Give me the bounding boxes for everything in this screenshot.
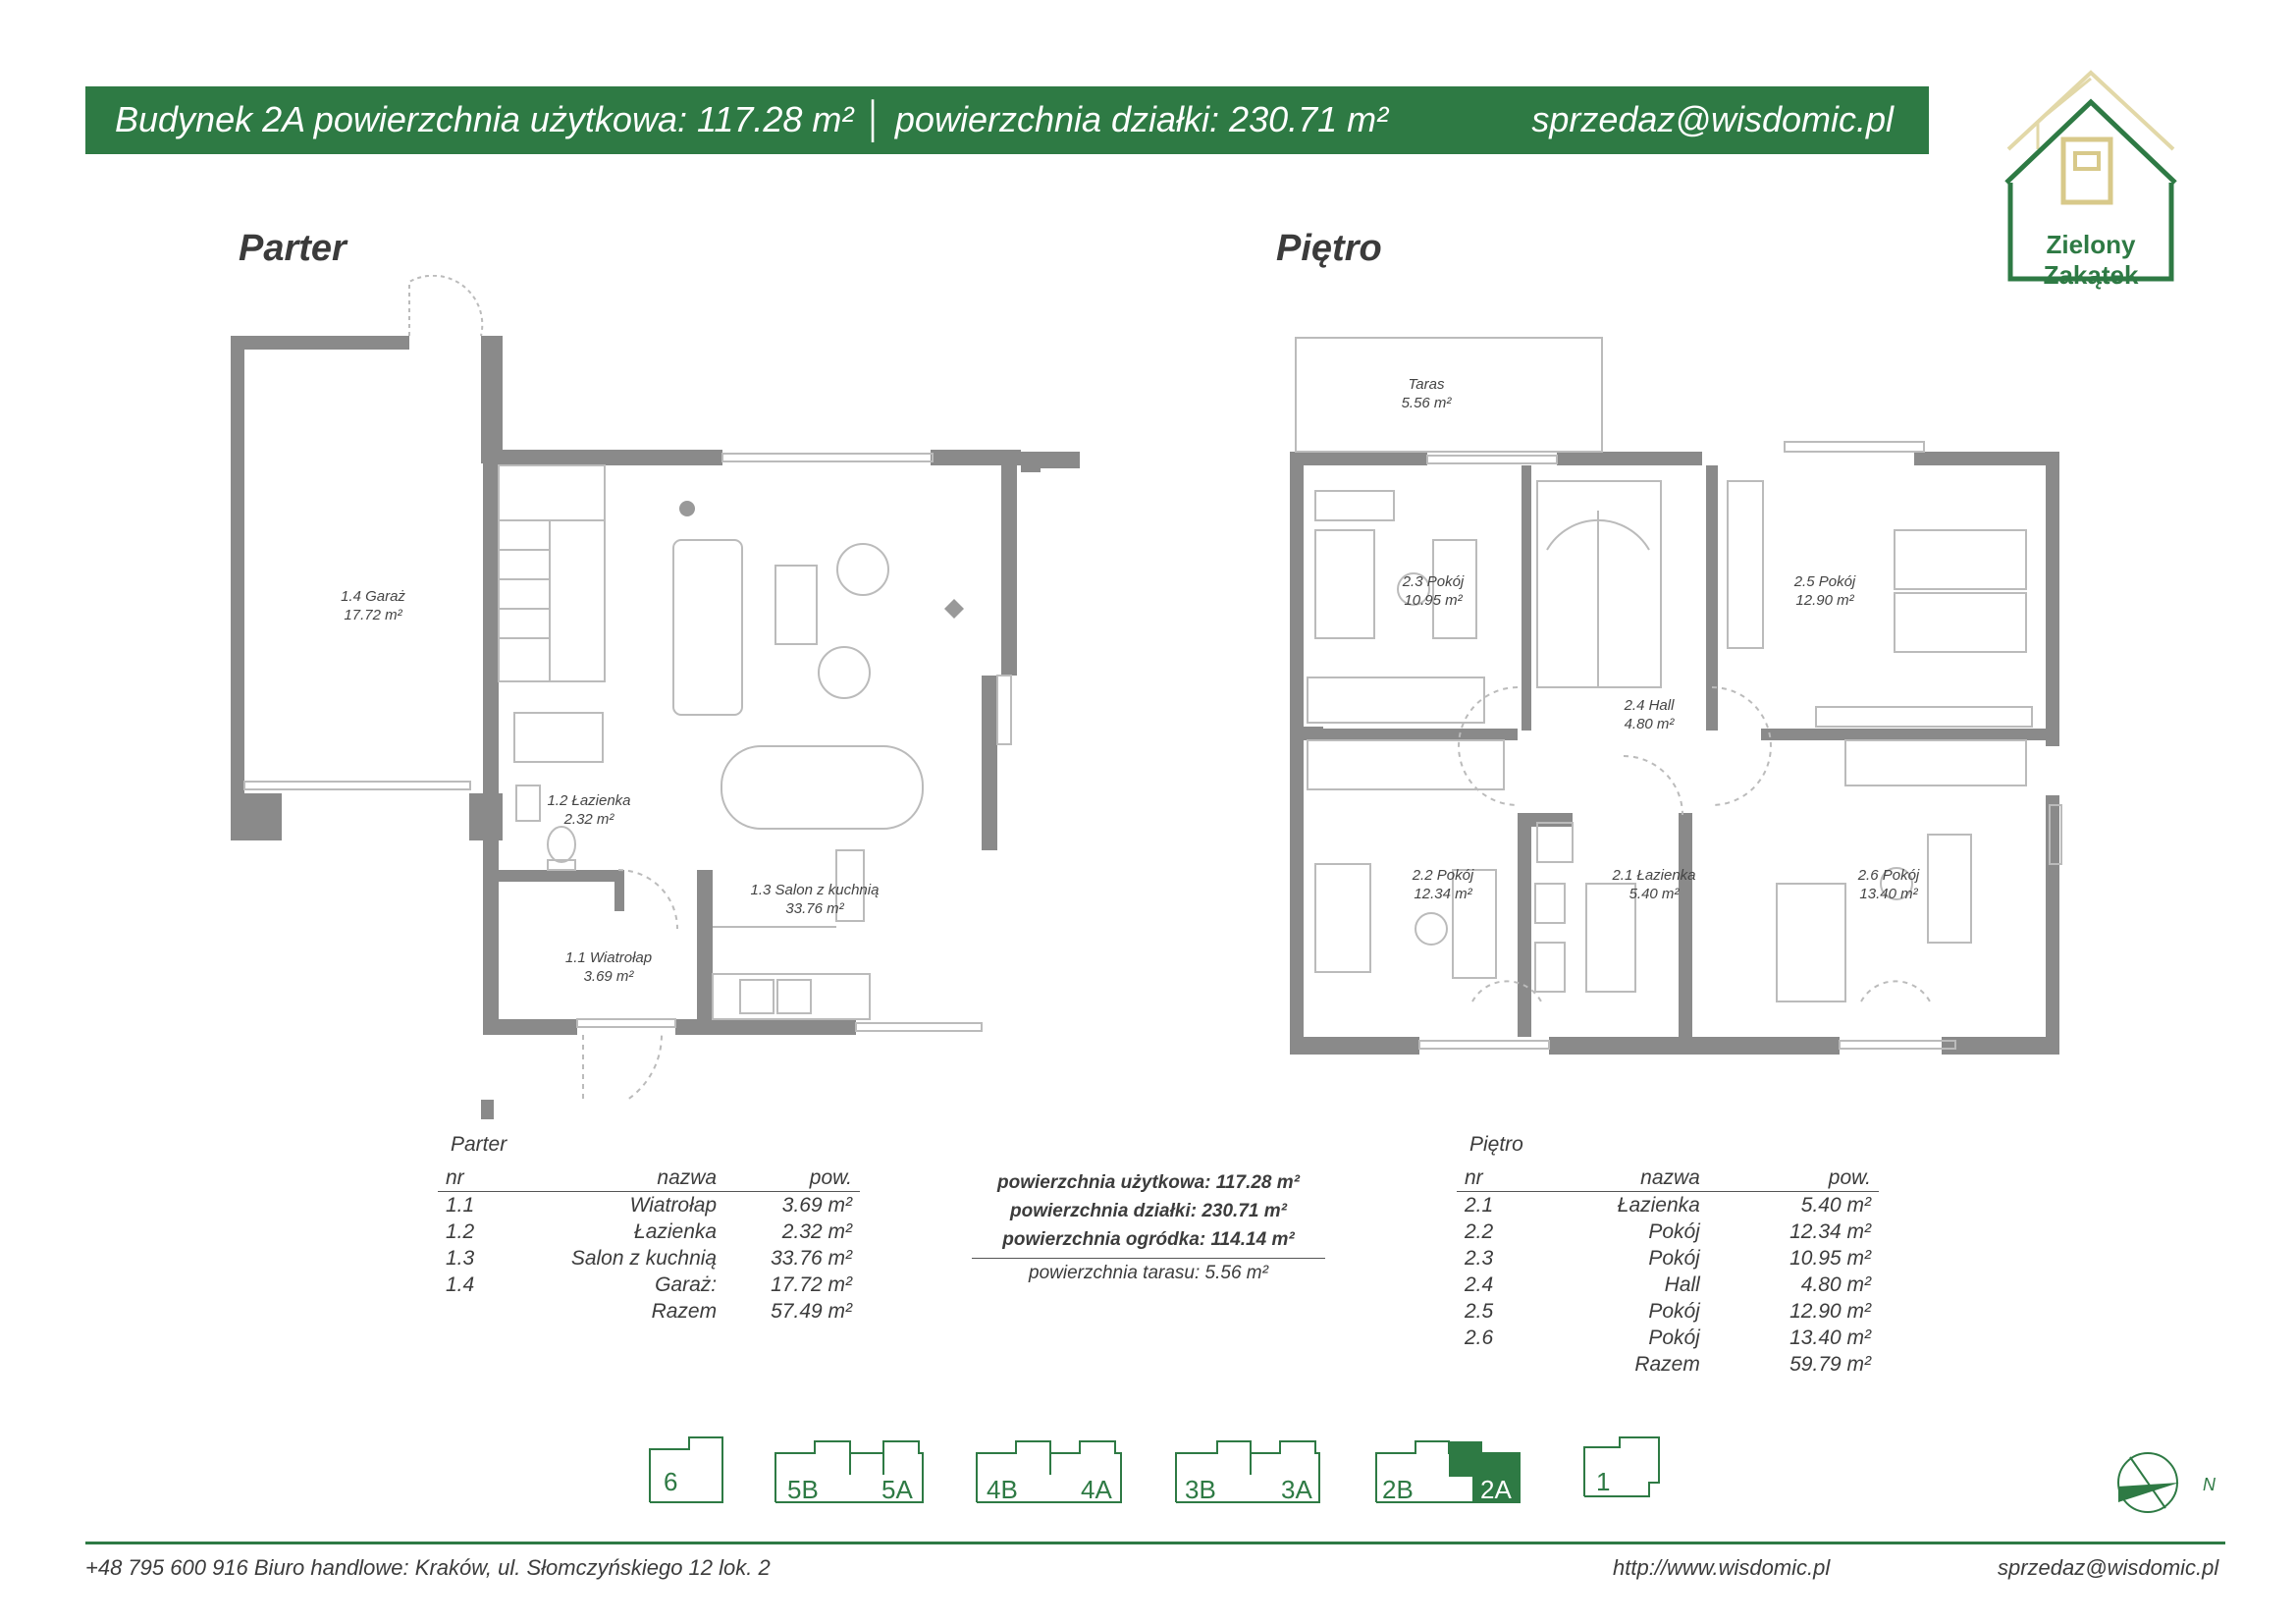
building-1[interactable]: 1 xyxy=(1596,1467,1611,1496)
building-selector xyxy=(649,1436,1660,1503)
compass-letter: N xyxy=(2203,1475,2216,1494)
upper-floor-title: Piętro xyxy=(1276,228,1382,269)
upper-table-title: Piętro xyxy=(1469,1133,1523,1156)
ground-table-title: Parter xyxy=(451,1133,507,1156)
ground-floor-title: Parter xyxy=(239,228,347,269)
header-title: Budynek 2A powierzchnia użytkowa: 117.28… xyxy=(115,99,1389,139)
building-6[interactable]: 6 xyxy=(664,1467,678,1496)
building-3b[interactable]: 3B xyxy=(1185,1475,1216,1504)
building-5b[interactable]: 5B xyxy=(787,1475,819,1504)
building-4a[interactable]: 4A xyxy=(1081,1475,1112,1504)
upper-floor-plan xyxy=(1290,337,2062,1055)
footer-contact: +48 795 600 916 Biuro handlowe: Kraków, … xyxy=(85,1555,771,1580)
compass-icon xyxy=(2117,1452,2179,1513)
logo: Zielony Zakątek xyxy=(2002,59,2179,290)
building-2a-active[interactable]: 2A xyxy=(1480,1475,1512,1504)
footer-divider xyxy=(85,1542,2225,1544)
header-banner: Budynek 2A powierzchnia użytkowa: 117.28… xyxy=(85,86,1929,154)
building-2b[interactable]: 2B xyxy=(1382,1475,1414,1504)
building-5a[interactable]: 5A xyxy=(881,1475,913,1504)
building-4b[interactable]: 4B xyxy=(987,1475,1018,1504)
building-3a[interactable]: 3A xyxy=(1281,1475,1312,1504)
ground-floor-plan-drawing xyxy=(216,275,1021,1100)
house-logo-icon xyxy=(2004,70,2177,282)
area-summary: powierzchnia użytkowa: 117.28 m² powierz… xyxy=(972,1168,1325,1287)
logo-name: Zielony Zakątek xyxy=(2043,230,2139,290)
footer-website[interactable]: http://www.wisdomic.pl xyxy=(1613,1555,1831,1580)
footer-email[interactable]: sprzedaz@wisdomic.pl xyxy=(1998,1555,2219,1580)
header-email[interactable]: sprzedaz@wisdomic.pl xyxy=(1531,99,1894,139)
